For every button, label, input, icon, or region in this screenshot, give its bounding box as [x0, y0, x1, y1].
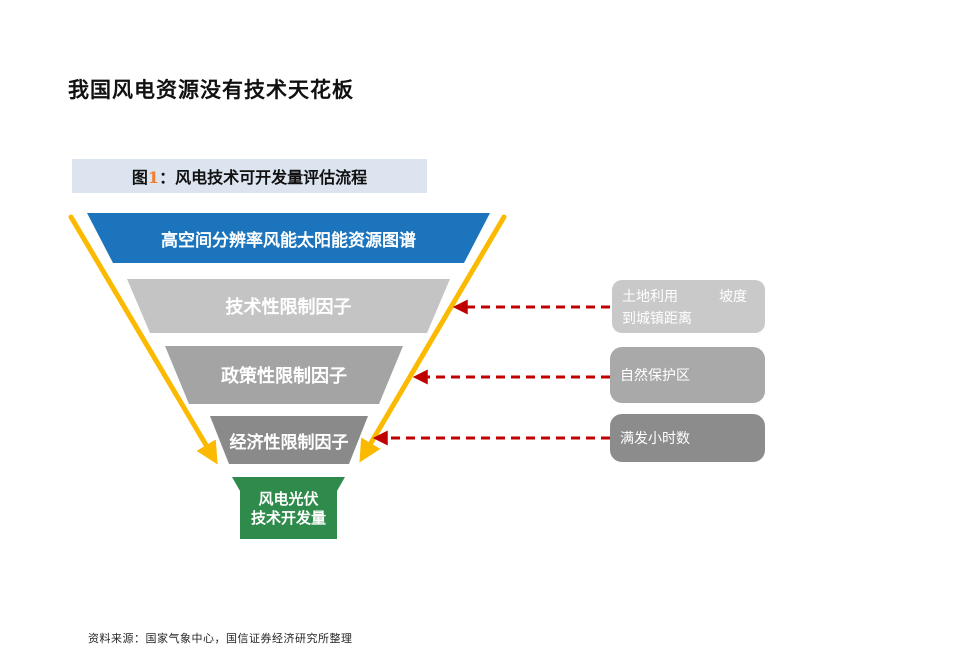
annotation-item-full-load-hours: 满发小时数 [620, 431, 690, 447]
funnel-level-technical-factors: 技术性限制因子 [127, 279, 450, 333]
figure-caption: 图1：风电技术可开发量评估流程 [132, 164, 367, 188]
caption-text: ：风电技术可开发量评估流程 [159, 168, 368, 187]
annotation-item-nature-reserve: 自然保护区 [620, 368, 690, 384]
annotation-item-slope: 坡度 [719, 289, 747, 305]
annotation-item-distance-to-town: 到城镇距离 [622, 311, 692, 327]
funnel-level-economic-factors: 经济性限制因子 [210, 416, 368, 464]
annotation-box-technical: 土地利用 坡度 到城镇距离 [612, 280, 765, 333]
caption-number: 1 [147, 168, 160, 187]
funnel-level-label: 技术性限制因子 [225, 297, 352, 318]
annotation-box-policy: 自然保护区 [610, 347, 765, 403]
page-title: 我国风电资源没有技术天花板 [68, 77, 354, 102]
annotation-item-land-use: 土地利用 [622, 289, 678, 305]
caption-prefix: 图 [131, 168, 148, 187]
funnel-level-label: 政策性限制因子 [221, 366, 347, 387]
funnel-result-line1: 风电光伏 [258, 490, 319, 508]
annotation-row: 土地利用 坡度 [622, 286, 747, 308]
funnel-level-resource-map: 高空间分辨率风能太阳能资源图谱 [87, 213, 490, 263]
funnel-level-policy-factors: 政策性限制因子 [165, 346, 403, 404]
annotation-box-economic: 满发小时数 [610, 414, 765, 462]
funnel-result-line2: 技术开发量 [250, 509, 326, 527]
funnel-result-box: 风电光伏 技术开发量 [232, 477, 345, 539]
source-note: 资料来源：国家气象中心，国信证券经济研究所整理 [88, 632, 353, 645]
figure-caption-bar: 图1：风电技术可开发量评估流程 [72, 159, 427, 193]
funnel-level-label: 经济性限制因子 [229, 432, 349, 453]
funnel-level-label: 高空间分辨率风能太阳能资源图谱 [161, 230, 416, 251]
